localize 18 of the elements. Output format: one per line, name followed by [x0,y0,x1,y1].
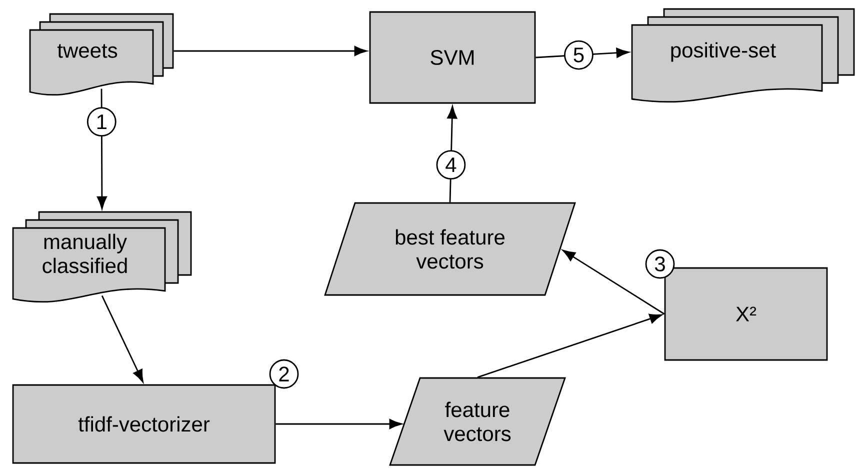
arrow [477,314,662,378]
step-number: 2 [269,359,299,389]
step-number: 4 [436,150,466,180]
process-box: X² [664,267,828,361]
arrow [174,46,368,56]
document-stack: tweets [29,13,174,96]
data-parallelogram: best feature vectors [324,202,576,296]
step-number: 3 [645,249,675,279]
arrow [276,419,402,429]
document-stack: positive-set [631,8,855,103]
step-number: 5 [564,40,594,70]
arrow [562,250,665,315]
process-box: SVM [369,11,536,104]
data-parallelogram: feature vectors [389,377,566,466]
document-stack: manually classified [12,211,192,303]
arrow [101,295,144,382]
process-box: tfidf-vectorizer [12,384,276,464]
step-number: 1 [86,107,116,136]
